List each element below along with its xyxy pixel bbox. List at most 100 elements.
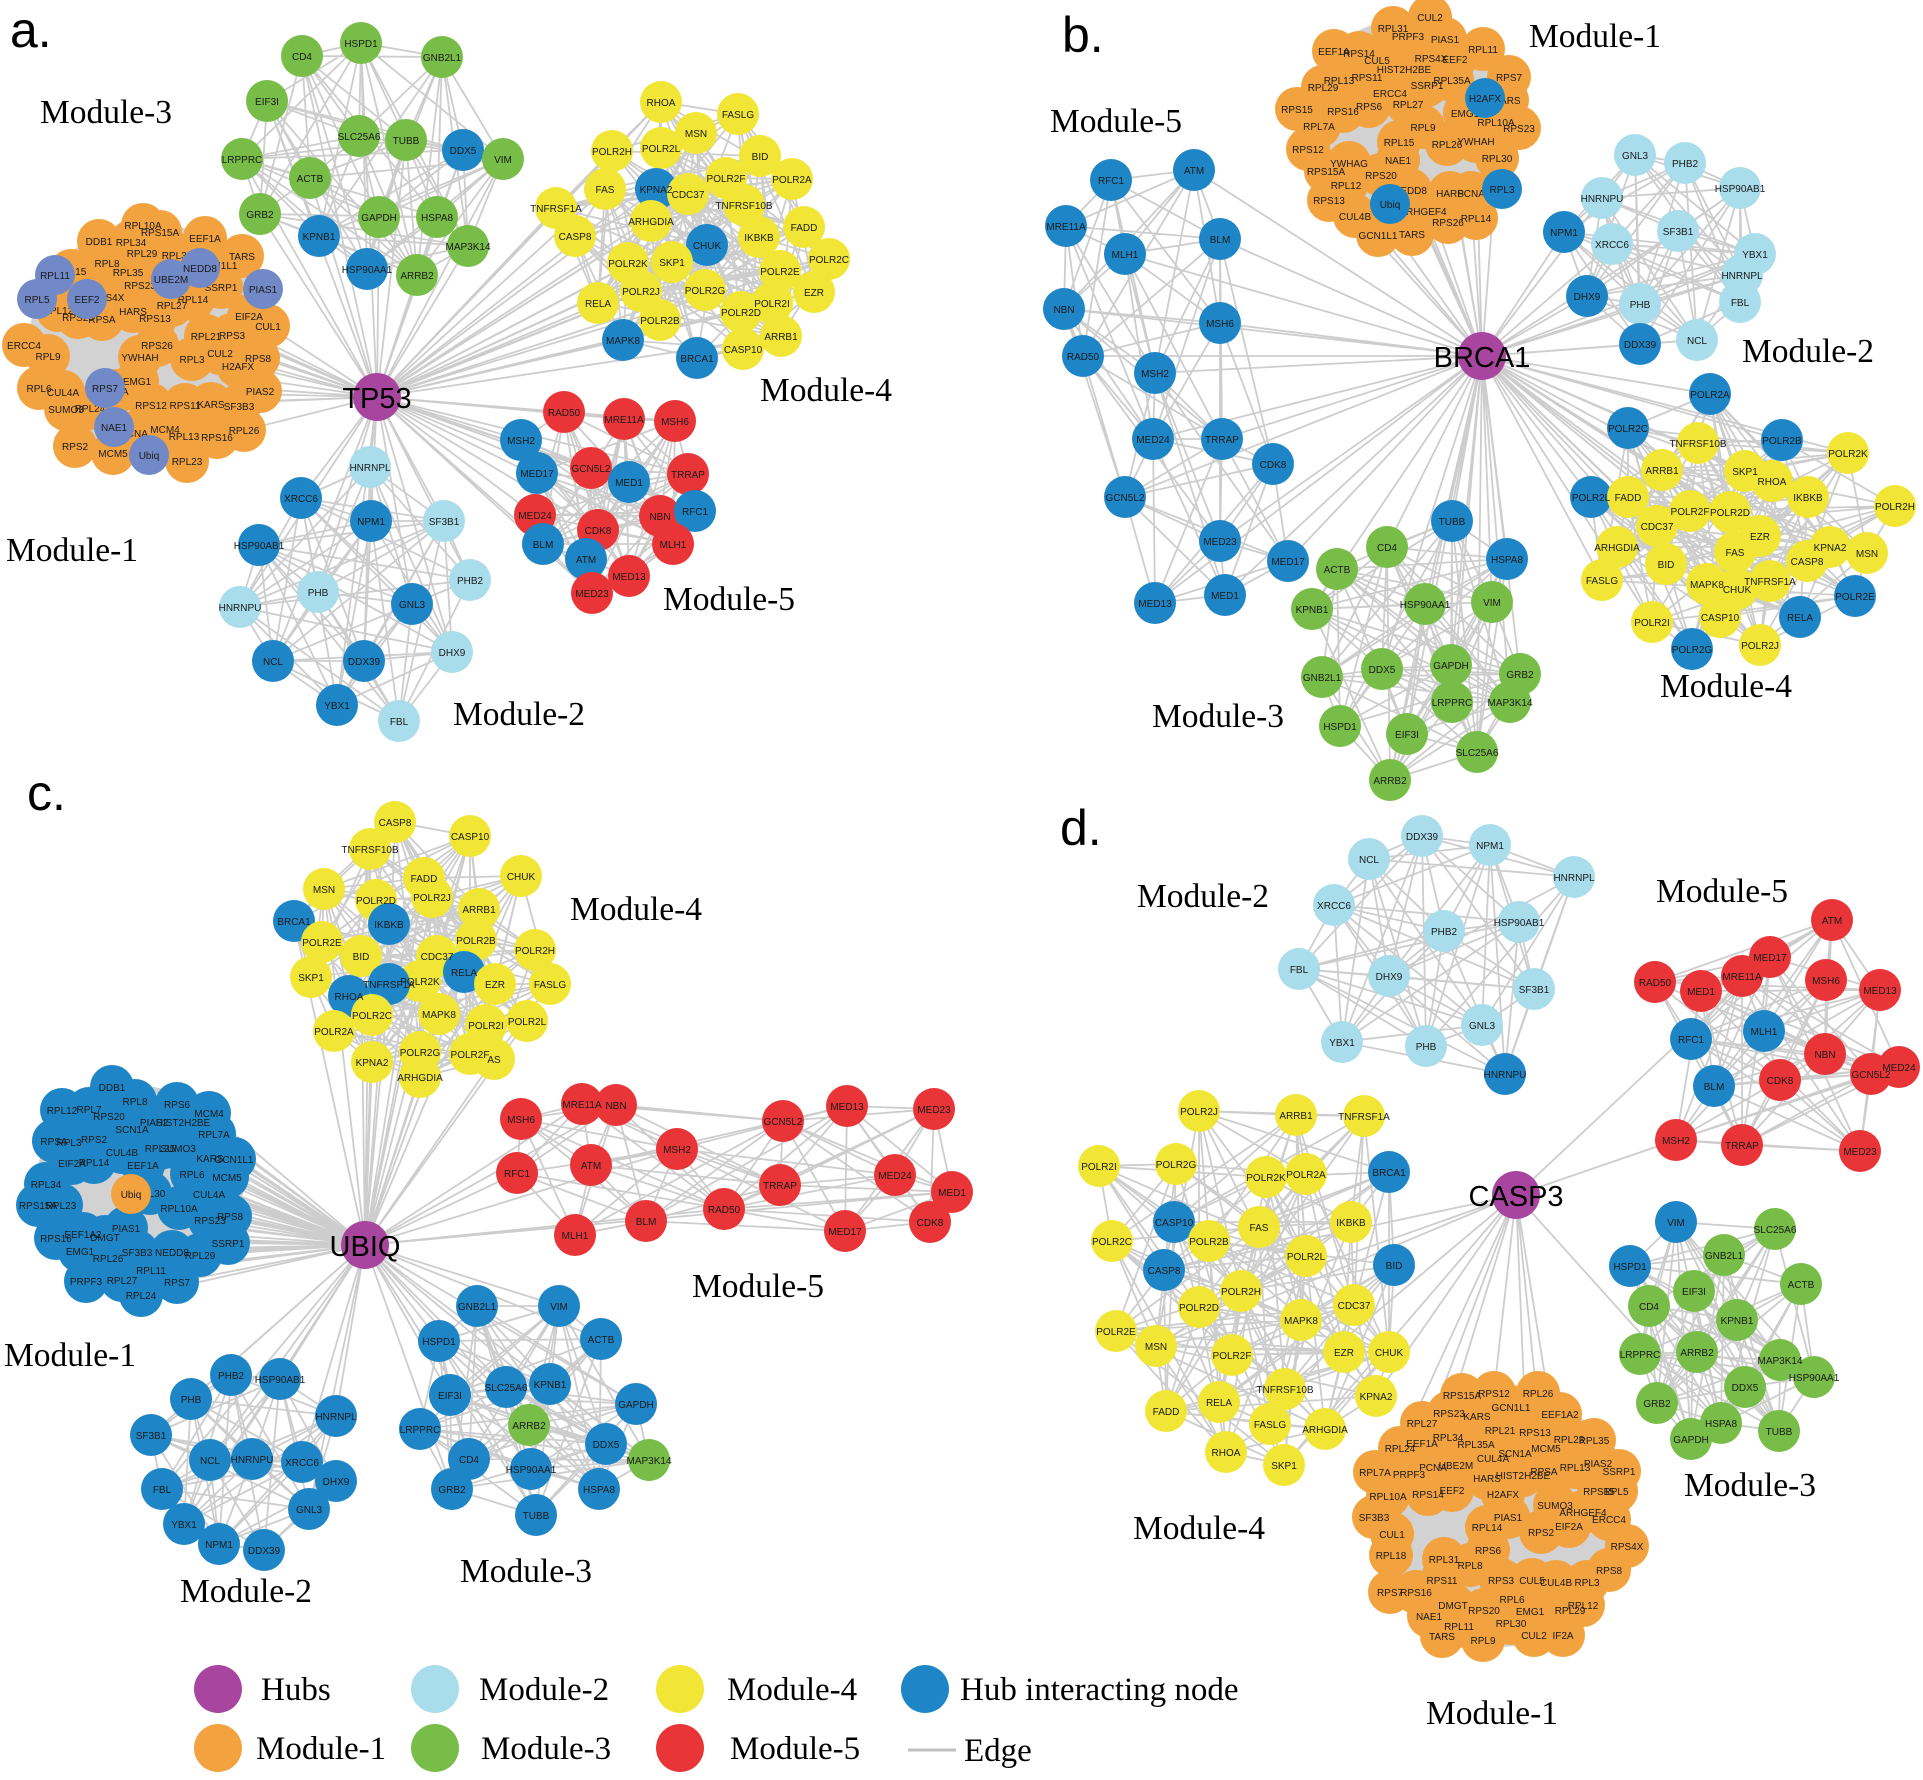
svg-text:MSN: MSN: [1856, 549, 1878, 560]
svg-text:HARS: HARS: [1473, 1474, 1501, 1485]
svg-text:Module-2: Module-2: [1742, 333, 1874, 370]
svg-text:RPL21: RPL21: [191, 332, 222, 343]
svg-text:DHX9: DHX9: [439, 648, 466, 659]
svg-text:FADD: FADD: [411, 874, 438, 885]
svg-text:SSRP1: SSRP1: [212, 1239, 245, 1250]
svg-text:NEDD8: NEDD8: [183, 264, 217, 275]
svg-text:MCM5: MCM5: [98, 449, 128, 460]
svg-text:Module-2: Module-2: [180, 1573, 312, 1610]
svg-text:RPS4X: RPS4X: [1415, 54, 1448, 65]
svg-text:EIF3I: EIF3I: [1682, 1287, 1706, 1298]
svg-text:PHB2: PHB2: [1431, 927, 1458, 938]
svg-text:IKBKB: IKBKB: [374, 920, 404, 931]
svg-text:KARS: KARS: [1463, 1412, 1491, 1423]
svg-text:RPL5: RPL5: [24, 295, 49, 306]
svg-text:Module-2: Module-2: [453, 696, 585, 733]
svg-text:POLR2J: POLR2J: [622, 287, 660, 298]
svg-text:ARHGDIA: ARHGDIA: [397, 1073, 443, 1084]
svg-text:DDX39: DDX39: [248, 1546, 281, 1557]
svg-text:EEF2: EEF2: [1442, 55, 1467, 66]
svg-text:RPL18: RPL18: [1376, 1551, 1407, 1562]
svg-text:RPL6: RPL6: [179, 1170, 204, 1181]
svg-text:POLR2L: POLR2L: [642, 144, 681, 155]
svg-text:RPS12: RPS12: [1478, 1389, 1510, 1400]
svg-text:PHB: PHB: [1630, 300, 1651, 311]
svg-text:POLR2H: POLR2H: [515, 946, 555, 957]
svg-text:GAPDH: GAPDH: [1673, 1435, 1709, 1446]
svg-text:FASLG: FASLG: [534, 980, 566, 991]
svg-text:HIST2H2BE: HIST2H2BE: [1377, 65, 1432, 76]
svg-text:Module-4: Module-4: [1133, 1510, 1265, 1547]
svg-text:MED24: MED24: [878, 1171, 912, 1182]
svg-text:MSH2: MSH2: [663, 1145, 691, 1156]
svg-text:RPS23: RPS23: [194, 1216, 226, 1227]
svg-text:POLR2A: POLR2A: [1690, 390, 1730, 401]
svg-text:PHB: PHB: [1416, 1042, 1437, 1053]
svg-text:KPNB1: KPNB1: [534, 1380, 567, 1391]
svg-text:MCM5: MCM5: [1531, 1444, 1561, 1455]
svg-text:RHOA: RHOA: [647, 98, 676, 109]
svg-text:Module-3: Module-3: [1152, 698, 1284, 735]
svg-text:POLR2K: POLR2K: [1828, 449, 1868, 460]
svg-text:YWHAH: YWHAH: [1457, 137, 1494, 148]
svg-text:ARHGDIA: ARHGDIA: [628, 217, 674, 228]
svg-text:FAS: FAS: [1726, 548, 1745, 559]
svg-text:MSH6: MSH6: [1206, 319, 1234, 330]
svg-text:NBN: NBN: [1053, 305, 1074, 316]
svg-text:Module-3: Module-3: [40, 94, 172, 131]
svg-text:POLR2H: POLR2H: [1221, 1287, 1261, 1298]
svg-text:NEDD8: NEDD8: [1393, 186, 1427, 197]
svg-text:EEF1A: EEF1A: [1406, 1439, 1438, 1450]
svg-text:KPNB1: KPNB1: [1296, 605, 1329, 616]
svg-text:HNRNPL: HNRNPL: [349, 463, 391, 474]
svg-text:CD4: CD4: [459, 1455, 479, 1466]
svg-text:NPM1: NPM1: [205, 1540, 233, 1551]
svg-text:EMG1: EMG1: [66, 1247, 95, 1258]
svg-text:NBN: NBN: [649, 512, 670, 523]
svg-text:RPS15: RPS15: [1583, 1487, 1615, 1498]
svg-text:PHB2: PHB2: [457, 576, 484, 587]
svg-text:POLR2C: POLR2C: [1608, 424, 1648, 435]
svg-text:POLR2J: POLR2J: [413, 893, 451, 904]
svg-text:YBX1: YBX1: [324, 701, 350, 712]
svg-text:ARRB2: ARRB2: [1373, 776, 1407, 787]
svg-text:ACTB: ACTB: [1788, 1280, 1815, 1291]
svg-text:EMG1: EMG1: [1516, 1607, 1545, 1618]
svg-text:CASP10: CASP10: [1155, 1218, 1194, 1229]
svg-text:POLR2D: POLR2D: [356, 896, 396, 907]
svg-text:RPS6: RPS6: [164, 1100, 191, 1111]
svg-text:MSH6: MSH6: [661, 417, 689, 428]
svg-text:CUL5: CUL5: [1364, 56, 1390, 67]
svg-text:ARRB1: ARRB1: [764, 332, 798, 343]
svg-text:GAPDH: GAPDH: [618, 1400, 654, 1411]
svg-text:KPNB1: KPNB1: [1721, 1316, 1754, 1327]
svg-text:RPL26: RPL26: [1523, 1389, 1554, 1400]
svg-text:LRPPRC: LRPPRC: [222, 155, 263, 166]
svg-text:MED13: MED13: [1863, 986, 1897, 997]
svg-text:MSN: MSN: [313, 885, 335, 896]
svg-text:EIF3I: EIF3I: [255, 97, 279, 108]
svg-text:MAPK8: MAPK8: [1690, 580, 1724, 591]
svg-text:RPL31: RPL31: [1429, 1555, 1460, 1566]
svg-text:DDB1: DDB1: [99, 1083, 126, 1094]
svg-text:KARS: KARS: [196, 1154, 224, 1165]
svg-text:Module-3: Module-3: [460, 1553, 592, 1590]
svg-text:RPL9: RPL9: [1410, 123, 1435, 134]
svg-text:POLR2A: POLR2A: [314, 1027, 354, 1038]
svg-text:POLR2K: POLR2K: [608, 259, 648, 270]
svg-text:SF3B1: SF3B1: [429, 517, 460, 528]
svg-text:EZR: EZR: [804, 288, 824, 299]
svg-text:MED1: MED1: [1211, 591, 1239, 602]
svg-text:RELA: RELA: [585, 299, 611, 310]
svg-text:ARHGEF4: ARHGEF4: [1399, 207, 1447, 218]
svg-text:RPS13: RPS13: [1313, 196, 1345, 207]
svg-text:ATM: ATM: [576, 555, 596, 566]
svg-text:DHX9: DHX9: [323, 1477, 350, 1488]
svg-text:RPL13: RPL13: [1560, 1463, 1591, 1474]
svg-text:RPS12: RPS12: [135, 401, 167, 412]
svg-text:RPS15A: RPS15A: [1443, 1391, 1482, 1402]
svg-text:DHX9: DHX9: [1574, 292, 1601, 303]
svg-text:YWHAG: YWHAG: [1330, 159, 1368, 170]
svg-text:RPS15A: RPS15A: [141, 228, 180, 239]
svg-text:TRRAP: TRRAP: [1725, 1141, 1759, 1152]
